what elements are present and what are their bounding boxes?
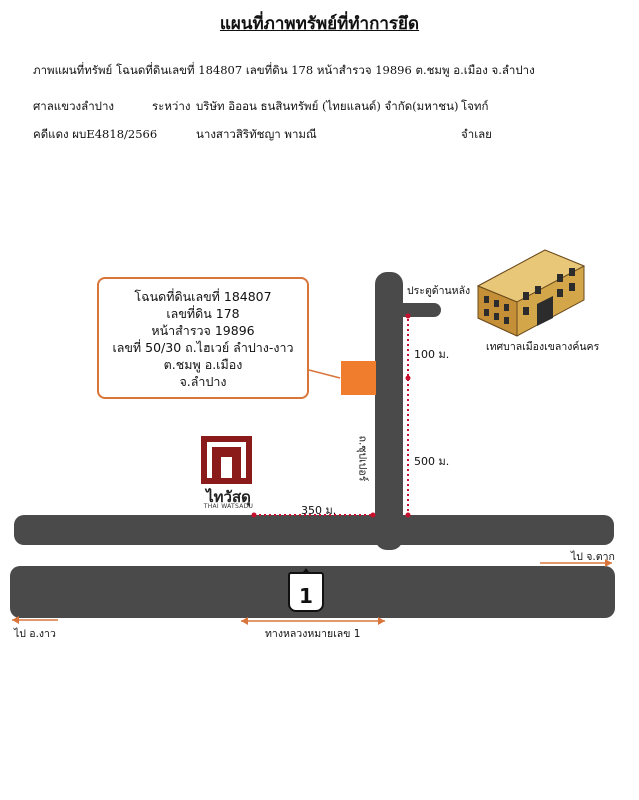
highway-label: ทางหลวงหมายเลข 1 — [265, 628, 361, 640]
between-label: ระหว่าง — [152, 99, 191, 113]
court-name: ศาลแขวงลำปาง — [33, 99, 115, 113]
callout-subdistrict: ต.ชมพู อ.เมือง — [163, 357, 243, 372]
to-tak-label: ไป จ.ตาก — [571, 551, 615, 563]
municipality-label: เทศบาลเมืองเขลางค์นคร — [486, 341, 600, 353]
property-callout: โฉนดที่ดินเลขที่ 184807 เลขที่ดิน 178 หน… — [97, 277, 309, 399]
route-point-bottom — [405, 512, 411, 518]
property-line: ภาพแผนที่ทรัพย์ โฉนดที่ดินเลขที่ 184807 … — [33, 63, 535, 77]
highway-arrow-left-head — [241, 617, 248, 625]
municipality-building-icon — [476, 249, 586, 337]
callout-province: จ.ลำปาง — [179, 374, 227, 389]
callout-pointer — [308, 369, 341, 379]
callout-survey: หน้าสำรวจ 19896 — [151, 323, 255, 338]
highway-arrow-right-head — [378, 617, 385, 625]
property-parcel-marker — [341, 361, 376, 395]
back-gate-road — [385, 303, 441, 317]
highway-shield: 1 — [288, 572, 324, 612]
callout-land-no: เลขที่ดิน 178 — [166, 306, 240, 321]
plaintiff-name: บริษัท อิออน ธนสินทรัพย์ (ไทยแลนด์) จำกั… — [196, 99, 459, 113]
distance-500m: 500 ม. — [414, 455, 450, 468]
distance-350m: 350 ม. — [301, 504, 337, 517]
route-point-mid — [405, 375, 411, 381]
plaintiff-role: โจทก์ — [461, 99, 489, 113]
arrow-to-ngao-head — [12, 616, 19, 624]
side-road-label: ถ.ซุปเปอร์ — [356, 435, 369, 482]
callout-address: เลขที่ 50/30 ถ.ไฮเวย์ ลำปาง-งาว — [112, 340, 294, 355]
route-point-left — [251, 512, 257, 518]
route-point-top — [405, 313, 411, 319]
to-ngao-label: ไป อ.งาว — [14, 628, 56, 640]
frontage-road — [14, 515, 614, 545]
back-gate-label: ประตูด้านหลัง — [407, 285, 471, 297]
distance-100m: 100 ม. — [414, 348, 450, 361]
side-road-vertical — [375, 272, 403, 550]
store-name: ไทวัสดุ — [206, 488, 251, 506]
case-number: คดีแดง ผบE4818/2566 — [33, 127, 158, 141]
arrow-to-tak-head — [605, 559, 612, 567]
page-title: แผนที่ภาพทรัพย์ที่ทำการยึด — [219, 14, 420, 34]
defendant-name: นางสาวสิริทัชญา พามณี — [196, 127, 317, 141]
defendant-role: จำเลย — [461, 127, 492, 141]
callout-deed: โฉนดที่ดินเลขที่ 184807 — [134, 289, 272, 304]
store-subtitle: THAI WATSADU — [203, 503, 254, 510]
thai-watsadu-logo-icon — [201, 436, 252, 484]
route-point-right — [370, 512, 376, 518]
